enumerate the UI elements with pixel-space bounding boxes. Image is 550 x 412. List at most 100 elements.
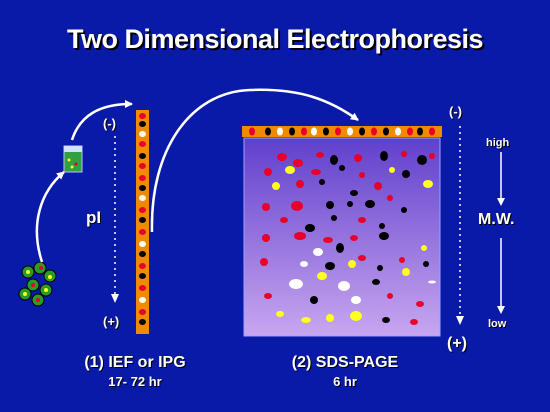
- gel-spot: [428, 280, 436, 284]
- sample-vial-icon: [63, 145, 83, 173]
- gel-spot: [317, 272, 327, 280]
- ief-minus-label: (-): [103, 116, 116, 131]
- strip-band: [139, 285, 146, 291]
- ief-caption: (1) IEF or IPG: [84, 354, 186, 371]
- gel-spot: [260, 258, 268, 266]
- mw-axis-label: M.W.: [478, 211, 515, 228]
- gel-spot: [354, 154, 362, 162]
- gel-spot: [300, 261, 308, 267]
- gel-spot: [350, 190, 358, 196]
- sds-plus-label: (+): [447, 335, 467, 352]
- pi-axis-label: pI: [86, 208, 102, 227]
- strip-band: [139, 241, 146, 247]
- strip-band: [139, 113, 146, 119]
- gel-spot: [264, 168, 272, 176]
- gel-spot: [330, 155, 338, 165]
- gel-spot: [389, 167, 395, 173]
- gel-spot: [276, 311, 284, 317]
- gel-spot: [326, 314, 334, 322]
- strip-band: [407, 127, 413, 136]
- gel-spot: [402, 170, 410, 178]
- gel-spot: [379, 232, 389, 240]
- gel-spot: [323, 237, 333, 243]
- page-title: Two Dimensional Electrophoresis: [66, 24, 484, 54]
- strip-band: [335, 127, 341, 136]
- gel-spot: [348, 260, 356, 268]
- strip-band: [311, 127, 317, 136]
- gel-spot: [310, 296, 318, 304]
- strip-band: [139, 153, 146, 159]
- strip-band: [429, 127, 435, 136]
- strip-band: [139, 217, 146, 223]
- gel-spot: [262, 234, 270, 242]
- gel-spot: [380, 151, 388, 161]
- strip-band: [139, 273, 146, 279]
- gel-spot: [387, 195, 393, 201]
- gel-spot: [365, 200, 375, 208]
- mw-low-label: low: [488, 318, 507, 330]
- gel-spot: [421, 245, 427, 251]
- gel-spot: [416, 301, 424, 307]
- protein-mixture-icon: [18, 261, 57, 307]
- mw-axis-upper-arrowhead: [497, 198, 505, 206]
- gel-spot: [350, 311, 362, 321]
- gel-spot: [339, 165, 345, 171]
- strip-band: [139, 195, 146, 201]
- gel-spot: [319, 179, 325, 185]
- strip-band: [139, 207, 146, 213]
- gel-spot: [423, 180, 433, 188]
- gel-spot: [402, 268, 410, 276]
- strip-to-gel-arrow: [150, 88, 359, 233]
- sds-caption: (2) SDS-PAGE: [291, 354, 399, 371]
- strip-band: [139, 229, 146, 235]
- strip-band: [139, 263, 146, 269]
- strip-band: [139, 297, 146, 303]
- strip-band: [139, 131, 146, 137]
- mixture-to-vial-arrow: [35, 171, 65, 263]
- gel-spot: [277, 153, 287, 161]
- sds-axis-arrowhead: [456, 316, 464, 325]
- gel-spot: [336, 243, 344, 253]
- gel-spot: [417, 155, 427, 165]
- strip-band: [249, 127, 255, 136]
- gel-spot: [372, 279, 380, 285]
- strip-band: [383, 127, 389, 136]
- gel-spot: [316, 152, 324, 158]
- gel-spot: [374, 182, 382, 190]
- strip-band: [395, 127, 401, 136]
- pi-axis-arrowhead: [111, 294, 119, 303]
- mw-high-label: high: [486, 137, 510, 149]
- ief-strip: [136, 110, 149, 334]
- strip-band: [139, 175, 146, 181]
- gel-spot: [294, 232, 306, 240]
- gel-spot: [280, 217, 288, 223]
- gel-spot: [429, 153, 435, 159]
- gel-spot: [313, 248, 323, 256]
- gel-spot: [401, 151, 407, 157]
- gel-spot: [285, 166, 295, 174]
- gel-spot: [301, 317, 311, 323]
- strip-band: [417, 127, 423, 136]
- gel-spot: [325, 262, 335, 270]
- strip-band: [139, 141, 146, 147]
- gel-spot: [382, 317, 390, 323]
- strip-band: [139, 251, 146, 257]
- gel-spot: [410, 319, 418, 325]
- gel-spot: [305, 224, 315, 232]
- gel-spot: [326, 201, 334, 209]
- strip-band: [301, 127, 307, 136]
- strip-band: [347, 127, 353, 136]
- gel-spot: [331, 215, 337, 221]
- gel-spot: [311, 169, 321, 175]
- strip-band: [139, 163, 146, 169]
- ief-time: 17- 72 hr: [108, 374, 162, 389]
- strip-band: [265, 127, 271, 136]
- mw-axis-lower-arrowhead: [497, 306, 505, 314]
- gel-spots: [260, 151, 436, 325]
- strip-band: [139, 319, 146, 325]
- strip-band: [139, 309, 146, 315]
- loaded-ief-strip: [242, 126, 442, 137]
- gel-spot: [350, 235, 358, 241]
- gel-spot: [293, 159, 303, 167]
